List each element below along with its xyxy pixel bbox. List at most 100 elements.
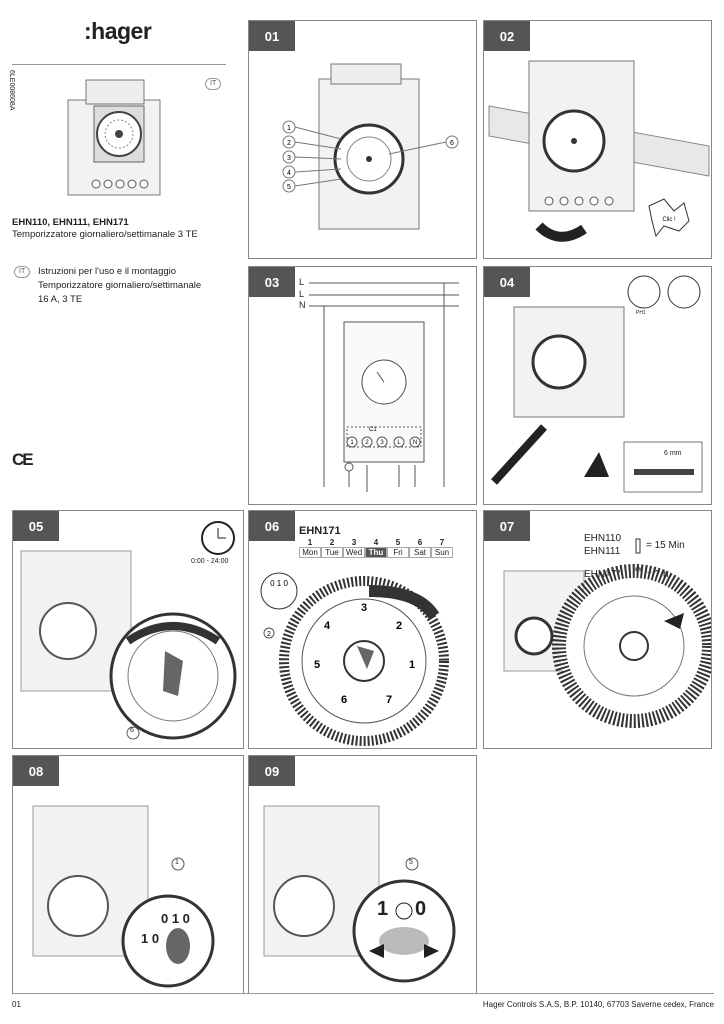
strip-length: 6 mm: [664, 450, 682, 457]
segment-value-15min: = 15 Min: [646, 540, 685, 551]
footer-rule: [12, 993, 714, 994]
override-off: 0: [415, 898, 427, 920]
day-number: 2: [329, 538, 335, 547]
dial-num-7: 7: [386, 694, 392, 706]
terminal-2: 2: [365, 440, 369, 446]
line-l2: L: [299, 289, 305, 299]
day-number: 3: [351, 538, 357, 547]
callout-1: 1: [175, 859, 179, 866]
callout-2: 2: [287, 140, 291, 147]
day-number: 4: [373, 538, 379, 547]
callout-5: 5: [409, 859, 413, 866]
line-l1: L: [299, 277, 305, 287]
instr-lang-badge: IT: [14, 266, 31, 278]
panel-05: 05 0:00 - 24:00 6: [12, 510, 244, 749]
device-labeled-illustration: 1 2 3 4 5 6: [282, 63, 459, 230]
override-on: 1: [377, 898, 389, 920]
product-illustration: [67, 79, 161, 196]
switch-positions-left: 1 0: [141, 931, 160, 946]
din-rail-mount-illustration: Clic !: [488, 60, 710, 242]
step-number: 07: [484, 511, 530, 541]
weekly-dial: 1 2 3 4 5 6 7 0 1 0 2: [260, 572, 449, 746]
line-n: N: [299, 300, 306, 310]
model-ehn111: EHN111: [584, 546, 621, 557]
instr-line-1: Istruzioni per l'uso e il montaggio: [38, 266, 177, 277]
product-subtitle: Temporizzatore giornaliero/settimanale 3…: [12, 229, 198, 240]
step-number: 01: [249, 21, 295, 51]
contact-c1: C1: [369, 427, 377, 433]
page-number: 01: [12, 1000, 21, 1009]
callout-5: 5: [287, 184, 291, 191]
company-address: Hager Controls S.A.S, B.P. 10140, 67703 …: [482, 1000, 714, 1009]
click-label: Clic !: [662, 217, 676, 223]
day-label: Thu: [365, 547, 387, 558]
model-label: EHN171: [299, 525, 341, 537]
instr-line-2: Temporizzatore giornaliero/settimanale: [38, 280, 202, 291]
panel-09: 09 1 0 5: [248, 755, 477, 994]
callout-1: 1: [287, 125, 291, 132]
dial-num-2: 2: [396, 620, 402, 632]
dial-num-3: 3: [361, 602, 367, 614]
day-label: Tue: [321, 547, 343, 558]
panel-01: 01 1 2 3 4 5 6: [248, 20, 477, 259]
day-label: Sat: [409, 547, 431, 558]
clock-icon: [395, 902, 413, 920]
terminal-n: N: [413, 440, 417, 446]
callout-6: 6: [130, 727, 134, 734]
ph1-label: PH1: [636, 310, 646, 316]
header-rule: [12, 64, 226, 65]
day-label: Mon: [299, 547, 321, 558]
doc-code: 6LE008608A: [8, 70, 15, 111]
segment-dial-illustration: [503, 538, 711, 728]
step-number: 04: [484, 267, 530, 297]
lang-badge: IT: [205, 78, 222, 90]
dial-num-4: 4: [324, 620, 331, 632]
product-models: EHN110, EHN111, EHN171: [12, 217, 129, 228]
ce-mark: CE: [12, 450, 34, 469]
wiring-diagram: C1 1 2 3 L N: [309, 282, 459, 492]
mode-switch[interactable]: [260, 572, 298, 610]
terminal-1: 1: [350, 440, 354, 446]
day-label: Wed: [343, 547, 365, 558]
day-label: Fri: [387, 547, 409, 558]
dial-num-5: 5: [314, 659, 320, 671]
panel-08: 08 0 1 0 1 0 1: [12, 755, 244, 994]
stripper-icon: [667, 275, 701, 309]
time-setting-illustration: [20, 521, 237, 740]
callout-2: 2: [267, 631, 271, 638]
day-number: 7: [439, 538, 445, 547]
panel-07: 07 EHN110 EHN111 = 15 Min EHN171 = 2 h: [483, 510, 712, 749]
day-number: 5: [395, 538, 401, 547]
wiring-tools-illustration: [491, 275, 703, 493]
instr-line-3: 16 A, 3 TE: [38, 294, 83, 305]
screwdriver-icon: [627, 275, 661, 309]
panel-02: 02 Clic !: [483, 20, 712, 259]
selector-switch-illustration: [32, 805, 215, 988]
callout-6: 6: [450, 140, 454, 147]
day-label: Sun: [431, 547, 453, 558]
dial-num-6: 6: [341, 694, 347, 706]
step-number: 08: [13, 756, 59, 786]
hager-logo: :hager: [84, 18, 152, 44]
time-range: 0:00 - 24:00: [191, 558, 229, 565]
manual-override-illustration: [263, 805, 456, 983]
panel-04: 04 PH1 6 mm: [483, 266, 712, 505]
step-number: 02: [484, 21, 530, 51]
callout-3: 3: [287, 155, 291, 162]
step-number: 05: [13, 511, 59, 541]
step-number: 03: [249, 267, 295, 297]
callout-4: 4: [287, 170, 291, 177]
step-number: 06: [249, 511, 295, 541]
day-number: 1: [307, 538, 313, 547]
instructions: Istruzioni per l'uso e il montaggio Temp…: [38, 265, 233, 307]
model-ehn110: EHN110: [584, 533, 622, 544]
